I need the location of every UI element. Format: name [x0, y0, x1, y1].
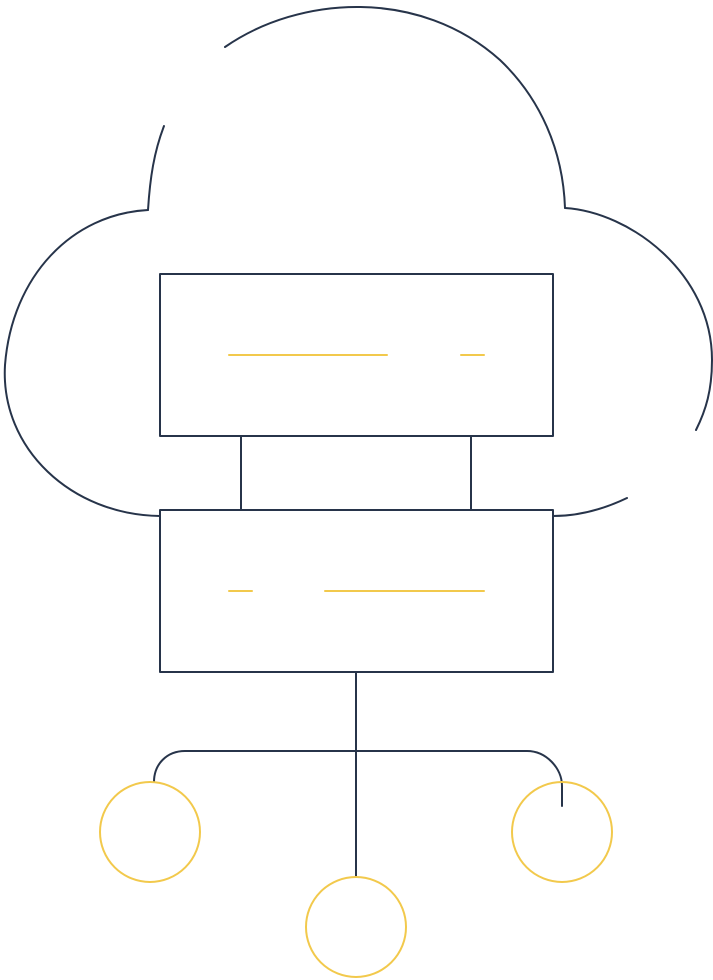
network-node-left: [99, 781, 201, 883]
network-nodes: [99, 781, 613, 978]
cloud-right-lobe: [564, 207, 713, 431]
cloud-left-stem: [147, 125, 165, 211]
network-branch-left: [153, 750, 357, 783]
cloud-bottom-right: [552, 497, 628, 517]
cloud-top-lobe: [224, 6, 566, 209]
network-node-right: [511, 781, 613, 883]
cloud-outline: [3, 6, 713, 517]
server-stack: [159, 273, 554, 673]
network-branches: [153, 671, 563, 877]
cloud-left-lobe: [3, 209, 161, 517]
server-unit-top: [159, 273, 554, 437]
network-node-center: [305, 876, 407, 978]
network-branch-right: [355, 750, 563, 807]
